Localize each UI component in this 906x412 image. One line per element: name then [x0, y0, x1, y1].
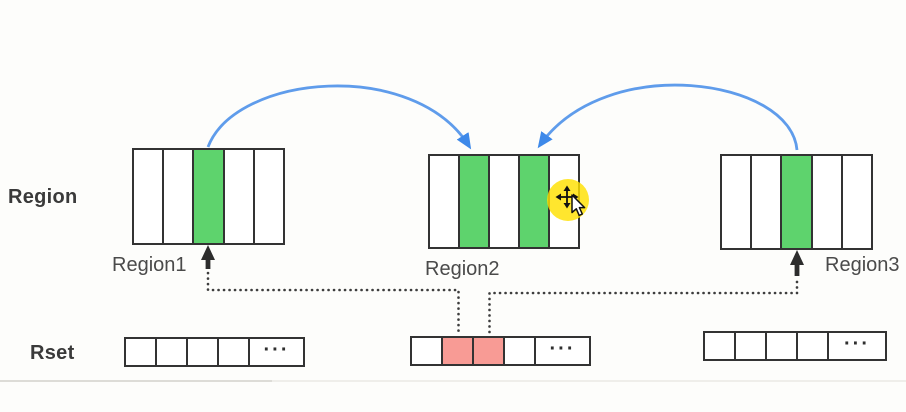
region-cell	[812, 156, 843, 248]
region2-caption: Region2	[425, 258, 500, 280]
region-cell	[430, 156, 460, 247]
up-arrow-region3	[790, 250, 804, 276]
region-cell	[254, 150, 284, 243]
region-cell	[164, 150, 195, 243]
rset-cell	[705, 333, 736, 359]
region-cell	[134, 150, 165, 243]
region-row-label: Region	[8, 186, 78, 208]
region-cell	[460, 156, 490, 247]
dotted-link-rset2-to-region3	[488, 276, 799, 334]
region-cell	[490, 156, 520, 247]
rset-cell	[412, 338, 443, 364]
region-cell	[722, 156, 753, 248]
rset-cell	[767, 333, 798, 359]
rset-cell	[505, 338, 536, 364]
rset-cell	[157, 339, 188, 365]
region1-box	[132, 148, 285, 245]
rset1-ellipsis: ···	[263, 338, 290, 361]
rset3-bar: ···	[703, 331, 887, 361]
up-arrow-region1	[201, 245, 215, 269]
slide-frame-line-left	[0, 380, 272, 382]
rset-row-label: Rset	[30, 342, 75, 364]
region1-caption: Region1	[112, 254, 187, 276]
rset-cell	[474, 338, 505, 364]
region-cell	[224, 150, 255, 243]
rset3-cells	[705, 333, 829, 359]
rset-cell	[219, 339, 250, 365]
region-cell	[520, 156, 550, 247]
rset1-cells	[126, 339, 250, 365]
slide-frame-line	[0, 380, 906, 382]
rset2-cells	[412, 338, 536, 364]
region-cell	[842, 156, 872, 248]
arc-region3-to-region2	[537, 83, 799, 151]
region2-box	[428, 154, 580, 249]
rset2-ellipsis: ···	[549, 337, 576, 360]
rset-cell	[126, 339, 157, 365]
rset-cell	[736, 333, 767, 359]
rset2-bar: ···	[410, 336, 591, 366]
region3-box	[720, 154, 873, 250]
dotted-link-region1-to-rset2	[206, 271, 460, 334]
arc-region1-to-region2	[206, 84, 472, 150]
rset-cell	[188, 339, 219, 365]
region-cell	[194, 150, 225, 243]
region-cell	[752, 156, 783, 248]
rset-cell	[798, 333, 829, 359]
rset1-bar: ···	[124, 337, 305, 367]
region-cell	[550, 156, 578, 247]
rset3-ellipsis: ···	[844, 332, 870, 355]
region-cell	[782, 156, 813, 248]
region3-caption: Region3	[825, 254, 900, 276]
rset-cell	[443, 338, 474, 364]
